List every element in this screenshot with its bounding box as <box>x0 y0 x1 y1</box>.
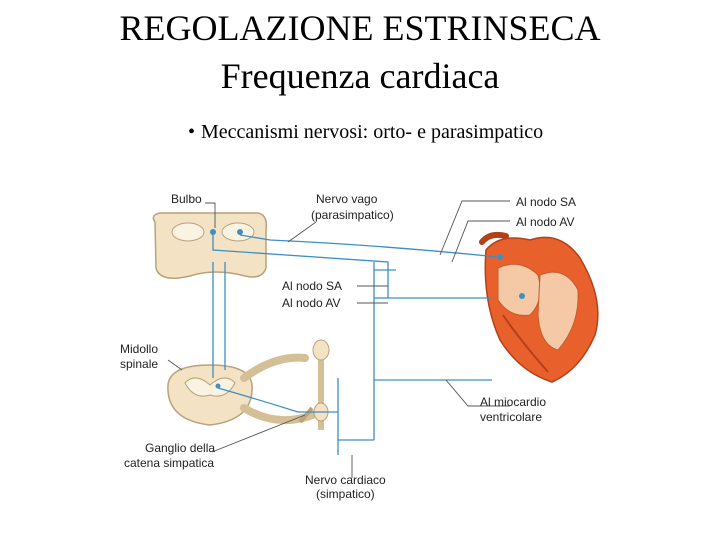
bulbo-section <box>152 212 268 279</box>
label-al-nodo-av-right: Al nodo AV <box>516 215 575 229</box>
page-title: REGOLAZIONE ESTRINSECA <box>119 8 601 48</box>
label-al-nodo-av-mid: Al nodo AV <box>282 296 341 310</box>
label-parasimpatico: (parasimpatico) <box>311 208 394 222</box>
label-leaders <box>167 200 510 478</box>
label-midollo: Midollo <box>120 342 158 356</box>
bullet-text: Meccanismi nervosi: orto- e parasimpatic… <box>201 121 544 143</box>
bullet-icon: • <box>188 121 196 143</box>
label-spinale: spinale <box>120 357 158 371</box>
ganglio-chain <box>240 339 330 430</box>
label-bulbo: Bulbo <box>171 192 202 206</box>
heart-drawing <box>479 231 599 383</box>
label-nervo-vago: Nervo vago <box>316 192 378 206</box>
label-catena-simpatica: catena simpatica <box>124 456 214 470</box>
label-al-nodo-sa-right: Al nodo SA <box>516 195 576 209</box>
label-al-miocardio: Al miocardio <box>480 395 546 409</box>
label-al-nodo-sa-mid: Al nodo SA <box>282 279 342 293</box>
label-nervo-cardiaco: Nervo cardiaco <box>305 473 386 487</box>
nerve-pathways <box>212 234 499 455</box>
label-ganglio: Ganglio della <box>145 441 215 455</box>
midollo-section <box>167 364 253 426</box>
label-simpatico: (simpatico) <box>316 487 375 501</box>
page-subtitle: Frequenza cardiaca <box>220 56 500 96</box>
label-ventricolare: ventricolare <box>480 410 542 424</box>
bullet-point: •Meccanismi nervosi: orto- e parasimpati… <box>188 121 543 144</box>
